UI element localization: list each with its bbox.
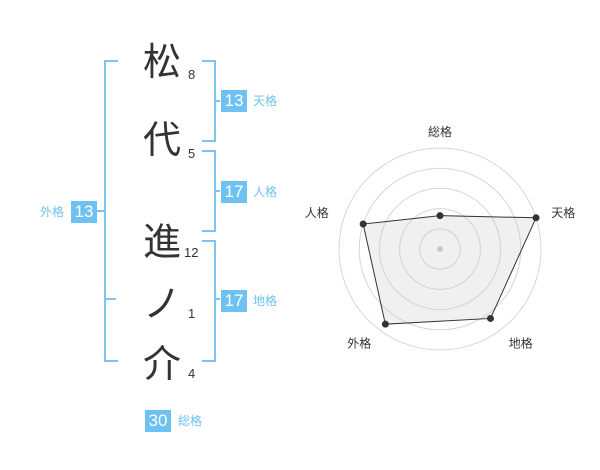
- gaikaku-connector: [96, 210, 104, 212]
- radar-axis-label-1: 総格: [428, 124, 452, 139]
- tenkaku-value: 13: [221, 90, 247, 112]
- name-char-2: 代: [142, 118, 181, 162]
- stroke-count-1: 8: [188, 67, 196, 82]
- gaikaku-value: 13: [71, 201, 97, 223]
- radar-polygon: [362, 215, 537, 325]
- jinkaku-label: 人格: [253, 185, 278, 199]
- gaikaku-bracket-tick: [104, 298, 116, 300]
- radar-center: [437, 246, 443, 252]
- soukaku-label: 総格: [178, 414, 203, 428]
- radar-axis-label-5: 人格: [305, 205, 329, 220]
- soukaku-value: 30: [145, 410, 171, 432]
- radar-point-5: [359, 220, 367, 228]
- radar-ring: [358, 167, 522, 331]
- tenkaku-label: 天格: [253, 94, 278, 108]
- stroke-count-5: 4: [188, 366, 196, 381]
- stroke-count-2: 5: [188, 146, 196, 161]
- stroke-count-3: 12: [184, 245, 199, 260]
- radar-ring: [419, 228, 461, 270]
- name-char-4: ノ: [142, 282, 181, 326]
- chikaku-bracket: [202, 240, 216, 362]
- radar-axis-label-3: 地格: [509, 336, 533, 351]
- radar-point-2: [532, 214, 540, 222]
- jinkaku-value: 17: [221, 181, 247, 203]
- gaikaku-label: 外格: [40, 205, 65, 219]
- gaikaku-bracket: [104, 60, 118, 362]
- name-char-5: 介: [142, 342, 181, 386]
- radar-axis-label-2: 天格: [551, 205, 575, 220]
- name-char-3: 進: [142, 220, 181, 264]
- chikaku-connector: [214, 298, 220, 300]
- chikaku-value: 17: [221, 290, 247, 312]
- radar-point-3: [486, 314, 494, 322]
- tenkaku-connector: [214, 100, 220, 102]
- radar-point-1: [436, 212, 444, 220]
- radar-ring: [399, 208, 481, 290]
- radar-ring: [338, 147, 542, 351]
- stroke-count-4: 1: [188, 306, 196, 321]
- chikaku-label: 地格: [253, 294, 278, 308]
- radar-ring: [378, 187, 502, 311]
- radar-axis-label-4: 外格: [347, 336, 371, 351]
- name-char-1: 松: [142, 40, 181, 84]
- radar-point-4: [381, 320, 389, 328]
- jinkaku-connector: [214, 190, 220, 192]
